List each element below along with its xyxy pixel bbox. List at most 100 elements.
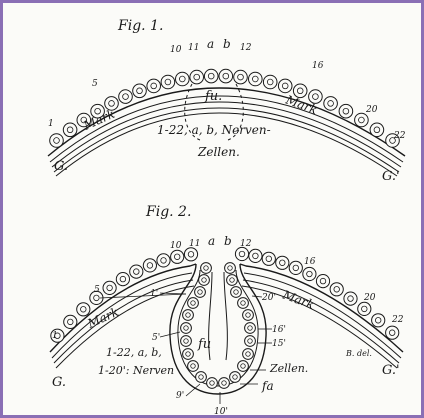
invagination-cell bbox=[243, 310, 254, 321]
nerve-cell bbox=[249, 249, 262, 262]
fig2-caption-line2: 1-20': Nerven bbox=[98, 364, 174, 377]
fig2-num-20p: 20' bbox=[261, 293, 276, 303]
fig1-num-1: 1 bbox=[48, 119, 54, 129]
invagination-cell bbox=[183, 349, 194, 360]
invagination-cell bbox=[245, 336, 256, 347]
fig1-left-edge: G. bbox=[54, 159, 68, 174]
fig2-num-16: 16 bbox=[304, 257, 316, 267]
nerve-cell bbox=[171, 250, 184, 263]
invagination-cell bbox=[181, 323, 192, 334]
fig2-num-1p: 1' bbox=[150, 289, 158, 299]
invagination-cell bbox=[219, 378, 230, 389]
invagination-cell bbox=[201, 263, 212, 274]
nerve-cell bbox=[344, 292, 357, 305]
nerve-cell bbox=[235, 247, 248, 260]
fig1-num-22: 22 bbox=[393, 131, 406, 141]
invagination-cell bbox=[227, 275, 238, 286]
nerve-cell bbox=[262, 252, 275, 265]
invagination-cell bbox=[207, 378, 218, 389]
fig2-num-5p: 5' bbox=[152, 333, 160, 343]
nerve-cell bbox=[143, 259, 156, 272]
nerve-cell bbox=[184, 248, 197, 261]
invagination-cell bbox=[188, 298, 199, 309]
invagination-cell bbox=[195, 287, 206, 298]
fig1-num-10: 10 bbox=[170, 45, 182, 55]
nerve-cell bbox=[116, 273, 129, 286]
fig2-num-1: 1 bbox=[52, 331, 58, 341]
nerve-cell bbox=[204, 69, 218, 83]
fig2-num-20: 20 bbox=[363, 293, 376, 303]
fig1-num-5: 5 bbox=[92, 79, 98, 89]
nerve-cell bbox=[103, 281, 116, 294]
nerve-cell bbox=[234, 70, 248, 84]
fig2-num-10p: 10' bbox=[214, 407, 228, 417]
invagination-cell bbox=[230, 372, 241, 383]
nerve-cell bbox=[77, 303, 90, 316]
fig2-author: B. del. bbox=[345, 349, 372, 358]
invagination-cell bbox=[196, 372, 207, 383]
fig2-letter-b: b bbox=[224, 234, 232, 248]
nerve-cell bbox=[330, 283, 343, 296]
fig1-num-20: 20 bbox=[365, 105, 378, 115]
fig2-num-12: 12 bbox=[240, 239, 252, 249]
fig2-num-15p: 15' bbox=[272, 339, 286, 349]
nerve-cell bbox=[133, 84, 147, 98]
fig1-right-edge: G.' bbox=[382, 169, 400, 184]
fig1-num-11: 11 bbox=[188, 43, 199, 53]
nerve-cell bbox=[303, 267, 316, 280]
nerve-cell bbox=[355, 113, 369, 127]
fig2-right-edge: G.' bbox=[382, 363, 400, 378]
fig2-num-10: 10 bbox=[170, 241, 182, 251]
invagination-cell bbox=[238, 298, 249, 309]
fig2-fu-label: fu bbox=[197, 337, 211, 352]
nerve-cell bbox=[119, 90, 133, 104]
nerve-cell bbox=[219, 69, 233, 83]
invagination-cell bbox=[188, 361, 199, 372]
fig2-left-edge: G. bbox=[52, 375, 66, 390]
nerve-cell bbox=[63, 123, 77, 137]
fig2: Fig. 2. 1 5 10 11 a b 12 16 20 22 1' 5' bbox=[50, 204, 404, 417]
fig1-letter-a: a bbox=[207, 37, 214, 51]
nerve-cell bbox=[50, 134, 64, 148]
fig2-num-22: 22 bbox=[391, 315, 404, 325]
invagination-cell bbox=[225, 263, 236, 274]
invagination-cell bbox=[231, 287, 242, 298]
invagination-cell bbox=[181, 336, 192, 347]
nerve-cell bbox=[316, 275, 329, 288]
nerve-cell bbox=[64, 315, 77, 328]
fig2-num-5: 5 bbox=[94, 285, 100, 295]
nerve-cell bbox=[339, 104, 353, 118]
fig2-title: Fig. 2. bbox=[145, 204, 191, 220]
nerve-cell bbox=[386, 326, 399, 339]
invagination-cell bbox=[183, 310, 194, 321]
nerve-cell bbox=[161, 75, 175, 89]
nerve-cell bbox=[249, 72, 263, 86]
fig2-letter-a: a bbox=[208, 234, 215, 248]
nerve-cell bbox=[157, 254, 170, 267]
nerve-cell bbox=[176, 72, 190, 86]
nerve-cell bbox=[190, 70, 204, 84]
fig2-zellen-label: Zellen. bbox=[269, 362, 308, 375]
nerve-cell bbox=[372, 314, 385, 327]
fig2-num-11: 11 bbox=[189, 239, 200, 249]
fig2-mark-right: Mark bbox=[280, 287, 316, 312]
fig1: Fig. 1. 1 5 10 11 a b 12 16 20 22 Mark M… bbox=[48, 18, 406, 184]
nerve-cell bbox=[147, 79, 161, 93]
invagination-cell bbox=[245, 323, 256, 334]
nerve-cell bbox=[289, 261, 302, 274]
fig2-num-9p: 9' bbox=[176, 391, 184, 401]
fig2-invagination-cells bbox=[181, 263, 256, 389]
fig1-fu-label: fu. bbox=[204, 89, 222, 104]
fig1-num-12: 12 bbox=[240, 43, 252, 53]
fig2-fa-label: fa bbox=[261, 379, 274, 393]
nerve-cell bbox=[276, 256, 289, 269]
fig1-caption-line2: Zellen. bbox=[197, 145, 240, 159]
invagination-cell bbox=[199, 275, 210, 286]
fig1-letter-b: b bbox=[223, 37, 231, 51]
fig1-num-16: 16 bbox=[312, 61, 324, 71]
nerve-cell bbox=[370, 123, 384, 137]
fig1-caption-line1: 1-22, a, b, Nerven- bbox=[157, 123, 271, 137]
nerve-cell bbox=[278, 79, 292, 93]
nerve-cell bbox=[358, 302, 371, 315]
